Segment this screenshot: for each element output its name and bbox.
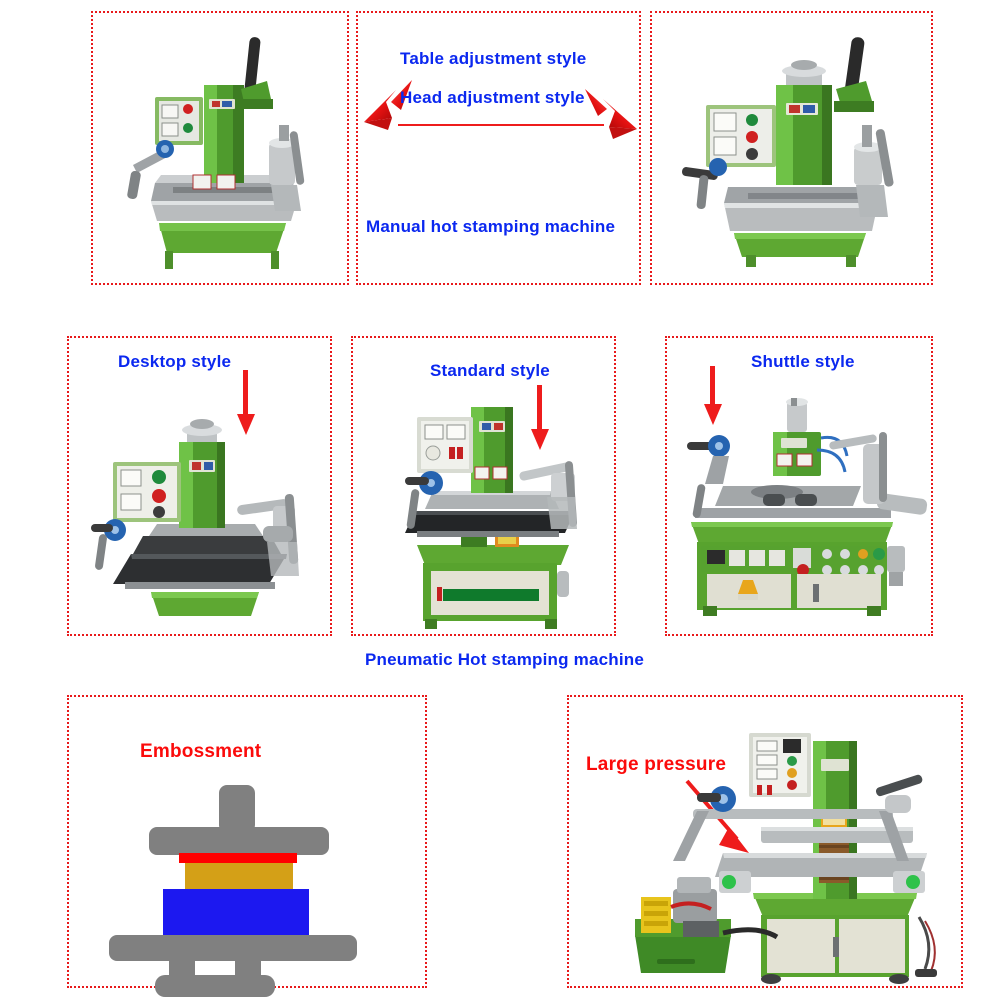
caption-large-pressure: Large pressure [586, 754, 727, 775]
desktop-machine-illustration [91, 419, 299, 616]
caption-table-adjustment-style: Table adjustment style [400, 49, 587, 68]
panel-manual-table-adjustment[interactable] [91, 11, 349, 285]
shuttle-machine-illustration [687, 398, 928, 616]
embossment-cross-section-diagram [107, 785, 397, 997]
caption-shuttle-style: Shuttle style [751, 352, 855, 371]
machine-photo-standard [399, 393, 589, 631]
right-arrow-icon [583, 83, 639, 139]
panel-large-pressure[interactable] [567, 695, 963, 988]
caption-manual-hot-stamping-machine: Manual hot stamping machine [366, 217, 616, 236]
divider-line [398, 124, 604, 126]
machine-photo-large-pressure [627, 711, 947, 984]
panel-desktop-style[interactable] [67, 336, 332, 636]
caption-embossment: Embossment [140, 741, 262, 762]
machine-photo-desktop [91, 406, 313, 628]
panel-shuttle-style[interactable] [665, 336, 933, 636]
large-pressure-machine-illustration [635, 733, 937, 984]
caption-desktop-style: Desktop style [118, 352, 232, 371]
machine-photo-shuttle [677, 398, 928, 630]
machine-photo-manual-head-adjustment [676, 27, 912, 271]
panel-manual-head-adjustment[interactable] [650, 11, 933, 285]
caption-standard-style: Standard style [430, 361, 550, 380]
standard-machine-illustration [405, 407, 578, 629]
panel-standard-style[interactable] [351, 336, 616, 636]
manual-head-machine-illustration [681, 37, 894, 267]
caption-head-adjustment-style: Head adjustment style [400, 88, 585, 107]
caption-pneumatic-hot-stamping-machine: Pneumatic Hot stamping machine [365, 650, 644, 669]
manual-machine-illustration [127, 37, 305, 269]
machine-photo-manual-table-adjustment [121, 25, 321, 273]
panel-embossment[interactable] [67, 695, 427, 997]
